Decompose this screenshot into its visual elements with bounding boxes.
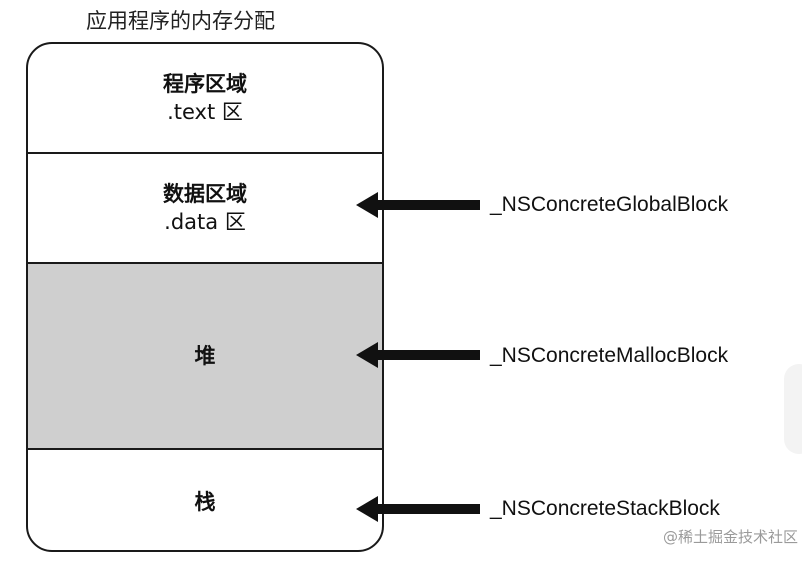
diagram-title: 应用程序的内存分配 (86, 9, 275, 33)
region-data: 数据区域 .data 区 (28, 154, 382, 264)
region-text-sub: .text 区 (167, 100, 243, 124)
watermark: @稀土掘金技术社区 (662, 528, 798, 546)
region-text-name: 程序区域 (163, 72, 247, 96)
arrow-label-malloc: _NSConcreteMallocBlock (490, 344, 729, 367)
region-heap-name: 堆 (194, 344, 216, 368)
arrow-label-global: _NSConcreteGlobalBlock (490, 193, 729, 216)
arrow-label-stack: _NSConcreteStackBlock (490, 497, 720, 520)
region-stack-name: 栈 (194, 490, 216, 514)
arrow-left-icon (356, 342, 480, 368)
region-data-name: 数据区域 (163, 182, 247, 206)
region-text: 程序区域 .text 区 (28, 44, 382, 154)
region-heap: 堆 (28, 264, 382, 450)
region-data-sub: .data 区 (164, 210, 246, 234)
memory-layout-box: 程序区域 .text 区 数据区域 .data 区 堆 栈 (26, 42, 384, 552)
side-tab (784, 364, 802, 454)
region-stack: 栈 (28, 450, 382, 550)
arrow-left-icon (356, 496, 480, 522)
arrow-left-icon (356, 192, 480, 218)
